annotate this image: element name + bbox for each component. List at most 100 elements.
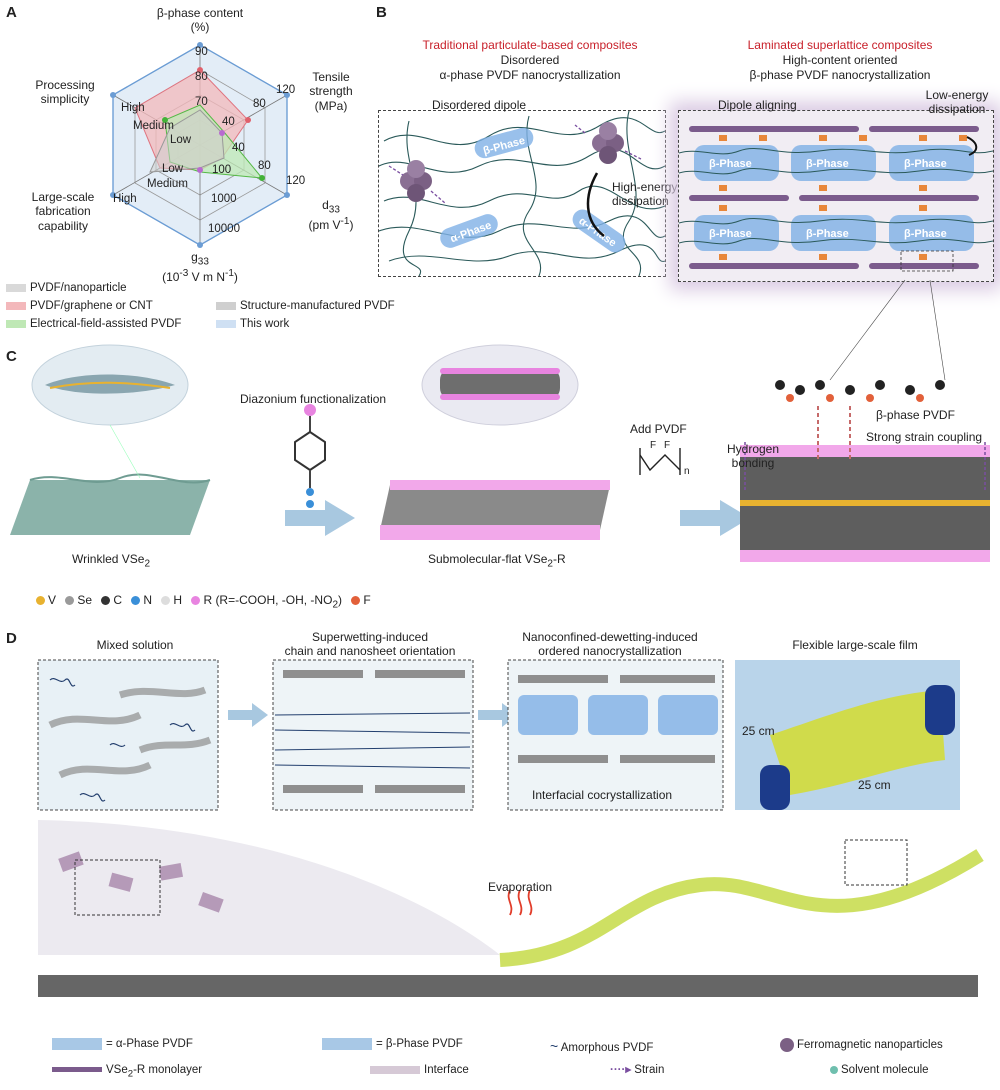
b-beta-label: β-Phase xyxy=(904,158,947,170)
legend-vse2-r: VSe2-R monolayer xyxy=(52,1064,202,1080)
atom-f-icon xyxy=(351,596,361,606)
bottom-legend: = α-Phase PVDF = β-Phase PVDF ~ Amorphou… xyxy=(40,1038,990,1088)
axis-label-beta: β-phase content (%) xyxy=(156,6,244,35)
tick-g33-1000: 1000 xyxy=(211,193,237,205)
d-arrow-1 xyxy=(228,703,268,727)
ferromagnetic-nanoparticle-1 xyxy=(400,160,432,202)
evaporation-icon xyxy=(507,889,533,916)
radar-vertex-markers xyxy=(110,42,290,248)
tick-g33-100: 100 xyxy=(212,164,232,176)
legend-item-graphene: PVDF/graphene or CNT xyxy=(6,300,153,314)
add-pvdf-label: Add PVDF xyxy=(630,422,687,436)
b-disordered-illustration: β-Phase α-Phase α-Phase xyxy=(378,110,666,277)
pvdf-formula-f1: F xyxy=(650,440,657,451)
legend-item-nanoparticle: PVDF/nanoparticle xyxy=(6,282,127,296)
solvent-molecule-icon xyxy=(830,1065,838,1074)
b-right-sub2: β-phase PVDF nanocrystallization xyxy=(749,68,931,82)
b-left-title: Traditional particulate-based composites xyxy=(422,38,638,52)
low-energy-arrow xyxy=(966,136,978,156)
ferromagnetic-nanoparticle-2 xyxy=(592,122,624,164)
axis-label-large-scale: Large-scale fabrication capability xyxy=(31,190,95,233)
glove-right xyxy=(925,685,955,735)
flexible-film-title: Flexible large-scale film xyxy=(792,638,918,652)
strain-arrow-icon: ····▸ xyxy=(610,1064,632,1076)
axis-label-tensile: Tensile strength (MPa) xyxy=(309,70,353,113)
tick-beta-90: 90 xyxy=(195,46,208,58)
b-beta-block xyxy=(694,215,779,251)
b-disordered-box: β-Phase α-Phase α-Phase xyxy=(378,110,666,277)
diazonium-label: Diazonium functionalization xyxy=(240,392,387,406)
d-zoom-box-1 xyxy=(74,859,161,916)
tick-large-high: High xyxy=(113,193,137,205)
tick-tensile-80: 80 xyxy=(253,98,266,110)
legend-item-this-work: This work xyxy=(216,318,289,332)
b-alpha-blob-1 xyxy=(440,214,498,248)
legend-solvent: Solvent molecule xyxy=(830,1064,929,1078)
flat-vse2-r-sheet xyxy=(380,485,610,530)
legend-beta: = β-Phase PVDF xyxy=(322,1038,463,1052)
atom-v-icon xyxy=(36,596,45,606)
b-beta-block xyxy=(694,145,779,181)
pvdf-structural-formula xyxy=(639,448,681,475)
tick-large-medium: Medium xyxy=(147,178,188,190)
b-right-title: Laminated superlattice composites xyxy=(747,38,933,52)
b-beta-label: β-Phase xyxy=(709,228,752,240)
flat-vse2-r-label: Submolecular-flat VSe2-R xyxy=(428,552,566,570)
tick-d33-120: 120 xyxy=(286,175,306,187)
hydrogen-bonding-label: Hydrogen bonding xyxy=(726,442,780,471)
atom-se-icon xyxy=(65,596,75,606)
high-energy-arrow xyxy=(586,172,605,237)
diazonium-molecule xyxy=(294,404,326,508)
tick-large-low: Low xyxy=(162,163,184,175)
atom-r-icon xyxy=(191,596,201,606)
panel-label-b: B xyxy=(376,4,387,21)
low-energy-label: Low-energy dissipation xyxy=(925,88,989,117)
tick-d33-80: 80 xyxy=(258,160,271,172)
panel-label-a: A xyxy=(6,4,17,21)
legend-ferro: Ferromagnetic nanoparticles xyxy=(780,1038,943,1053)
b-beta-label: β-Phase xyxy=(806,158,849,170)
legend-amorphous: ~ Amorphous PVDF xyxy=(550,1038,654,1054)
strong-strain-coupling-label: Strong strain coupling xyxy=(866,430,983,444)
superwetting-title: Superwetting-induced chain and nanosheet… xyxy=(284,630,456,659)
panel-label-d: D xyxy=(6,630,17,647)
tick-proc-high: High xyxy=(121,102,145,114)
d-substrate xyxy=(38,975,978,997)
atom-c-icon xyxy=(101,596,111,606)
panel-label-c: C xyxy=(6,348,17,365)
high-energy-label: High-energy dissipation xyxy=(612,180,678,209)
tick-g33-10000: 10000 xyxy=(208,223,240,235)
pvdf-formula-n: n xyxy=(684,466,690,477)
legend-item-structure: Structure-manufactured PVDF xyxy=(216,300,395,314)
arrow-right-1 xyxy=(285,500,355,536)
wrinkled-vse2-label: Wrinkled VSe2 xyxy=(72,552,151,570)
dimension-label-1: 25 cm xyxy=(742,724,775,738)
axis-label-g33: g33 (10-3 V m N-1) xyxy=(162,250,238,285)
beta-pvdf-label: β-phase PVDF xyxy=(876,408,955,422)
legend-alpha: = α-Phase PVDF xyxy=(52,1038,193,1052)
pvdf-formula-f2: F xyxy=(664,440,671,451)
atom-n-icon xyxy=(131,596,141,606)
b-laminated-illustration: β-Phase β-Phase β-Phase β-Phase β-Phase … xyxy=(678,126,994,272)
b-right-sub1: High-content oriented xyxy=(782,53,898,67)
d-zoom-box-2 xyxy=(844,839,908,886)
b-beta-label: β-Phase xyxy=(709,158,752,170)
dipole-aligning-label: Dipole aligning xyxy=(718,98,797,112)
atom-legend: V Se C N H R (R=-COOH, -OH, -NO2) F xyxy=(30,593,371,611)
axis-label-d33: d33 (pm V-1) xyxy=(308,198,354,233)
axis-label-processing: Processing simplicity xyxy=(35,78,95,107)
b-left-sub1: Disordered xyxy=(500,53,560,67)
tick-beta-80: 80 xyxy=(195,71,208,83)
evaporation-label: Evaporation xyxy=(488,880,553,894)
c-illustration xyxy=(10,344,990,562)
ferromagnetic-nanoparticle-icon xyxy=(780,1038,794,1052)
tick-tensile-40: 40 xyxy=(222,116,235,128)
tick-d33-40: 40 xyxy=(232,142,245,154)
legend-interface: Interface xyxy=(370,1064,469,1078)
b-to-c-connector xyxy=(829,279,946,381)
atom-h-icon xyxy=(161,596,171,606)
legend-strain: ····▸ Strain xyxy=(610,1064,665,1076)
legend-item-efield: Electrical-field-assisted PVDF xyxy=(6,318,181,332)
nanoconfined-title: Nanoconfined-dewetting-induced ordered n… xyxy=(522,630,698,659)
d-evaporation-slope xyxy=(38,820,500,955)
